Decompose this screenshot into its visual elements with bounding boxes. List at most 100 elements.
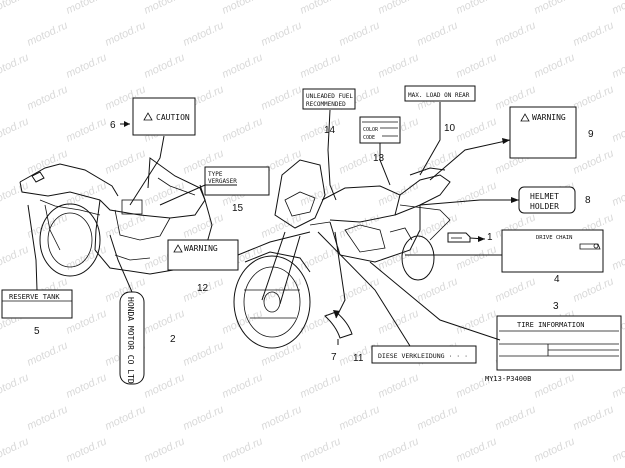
watermark-text: motod.ru [415,19,459,48]
watermark-text: motod.ru [610,435,625,464]
watermark-text: motod.ru [610,179,625,208]
watermark-text: motod.ru [298,243,342,272]
warning-decal-top [509,106,577,159]
callout-1: 1 [487,232,493,243]
watermark-text: motod.ru [493,403,537,432]
watermark-text: motod.ru [142,435,186,464]
drive-chain-decal [501,229,604,273]
watermark-text: motod.ru [142,371,186,400]
warning-mid-label: WARNING [184,244,218,253]
watermark-text: motod.ru [0,51,31,80]
max-load-decal [404,85,476,102]
watermark-text: motod.ru [142,51,186,80]
watermark-text: motod.ru [259,211,303,240]
watermark-text: motod.ru [220,115,264,144]
watermark-text: motod.ru [25,83,69,112]
tire-information-decal [496,315,622,371]
watermark-text: motod.ru [25,147,69,176]
watermark-text: motod.ru [25,403,69,432]
watermark-text: motod.ru [220,51,264,80]
watermark-text: motod.ru [571,19,615,48]
caution-decal [132,97,196,136]
watermark-text: motod.ru [0,115,31,144]
watermark-text: motod.ru [571,275,615,304]
watermark-text: motod.ru [571,403,615,432]
watermark-text: motod.ru [25,339,69,368]
watermark-text: motod.ru [64,0,108,17]
watermark-text: motod.ru [493,275,537,304]
honda-label: HONDA MOTOR CO LTD [126,297,135,384]
callout-14: 14 [324,125,336,136]
watermark-text: motod.ru [376,371,420,400]
watermark-text: motod.ru [532,0,576,17]
watermark-text: motod.ru [103,19,147,48]
watermark-text: motod.ru [0,371,31,400]
small-arc-decal-7 [324,311,353,339]
warning-decal-middle [167,239,239,271]
callout-3: 3 [553,301,559,312]
watermark-text: motod.ru [142,0,186,17]
watermark-text: motod.ru [142,179,186,208]
watermark-text: motod.ru [454,115,498,144]
callout-4: 4 [554,274,560,285]
watermark-text: motod.ru [298,0,342,17]
watermark-text: motod.ru [0,179,31,208]
watermark-text: motod.ru [610,115,625,144]
watermark-text: motod.ru [181,403,225,432]
watermark-text: motod.ru [220,0,264,17]
watermark-text: motod.ru [454,243,498,272]
watermark-text: motod.ru [298,51,342,80]
watermark-text: motod.ru [532,51,576,80]
code-label: CODE [363,135,375,141]
watermark-text: motod.ru [259,403,303,432]
watermark-text: motod.ru [259,19,303,48]
helmet-label: HELMET [530,192,559,201]
watermark-text: motod.ru [298,371,342,400]
watermark-text: motod.ru [181,19,225,48]
unleaded-line2: RECOMMENDED [306,101,346,108]
watermark-text: motod.ru [298,115,342,144]
unleaded-line1: UNLEADED FUEL [306,93,353,100]
leader-lines [27,102,519,347]
watermark-text: motod.ru [0,0,31,17]
watermark-text: motod.ru [376,0,420,17]
watermark-text: motod.ru [610,371,625,400]
reserve-tank-label: RESERVE TANK [9,293,60,301]
watermark-text: motod.ru [259,83,303,112]
callout-9: 9 [588,129,594,140]
type-label: TYPE [208,171,223,178]
watermark-text: motod.ru [25,19,69,48]
watermark-text: motod.ru [454,0,498,17]
watermark-text: motod.ru [142,307,186,336]
diese-label: DIESE VERKLEIDUNG · · · [378,352,468,360]
arrow-heads [124,121,519,318]
vergaser-label: VERGASER [208,178,237,185]
watermark-text: motod.ru [571,83,615,112]
callout-10: 10 [444,123,456,134]
small-decal-1 [447,232,471,243]
callout-6: 6 [110,120,116,131]
watermark-text: motod.ru [220,371,264,400]
watermark-text: motod.ru [64,115,108,144]
watermark-text: motod.ru [571,147,615,176]
watermark-text: motod.ru [532,435,576,464]
watermark-text: motod.ru [493,19,537,48]
watermark-text: motod.ru [454,51,498,80]
holder-label: HOLDER [530,202,559,211]
watermark-text: motod.ru [337,19,381,48]
callout-numbers: 6 15 14 10 13 9 8 1 4 12 5 2 3 7 11 [34,120,594,364]
warning-top-label: WARNING [532,113,566,122]
watermark-text: motod.ru [220,435,264,464]
watermark-text: motod.ru [0,243,31,272]
color-code-decal [359,116,401,144]
watermark-text: motod.ru [376,307,420,336]
color-label: COLOR [363,127,379,133]
drive-chain-label: DRIVE CHAIN [536,235,572,241]
callout-12: 12 [197,283,209,294]
diagram-code: MY13-P3400B [485,375,531,383]
watermark-text: motod.ru [181,339,225,368]
diese-decal [371,345,477,364]
tire-information-label: TIRE INFORMATION [517,321,584,329]
watermark-text: motod.ru [0,435,31,464]
